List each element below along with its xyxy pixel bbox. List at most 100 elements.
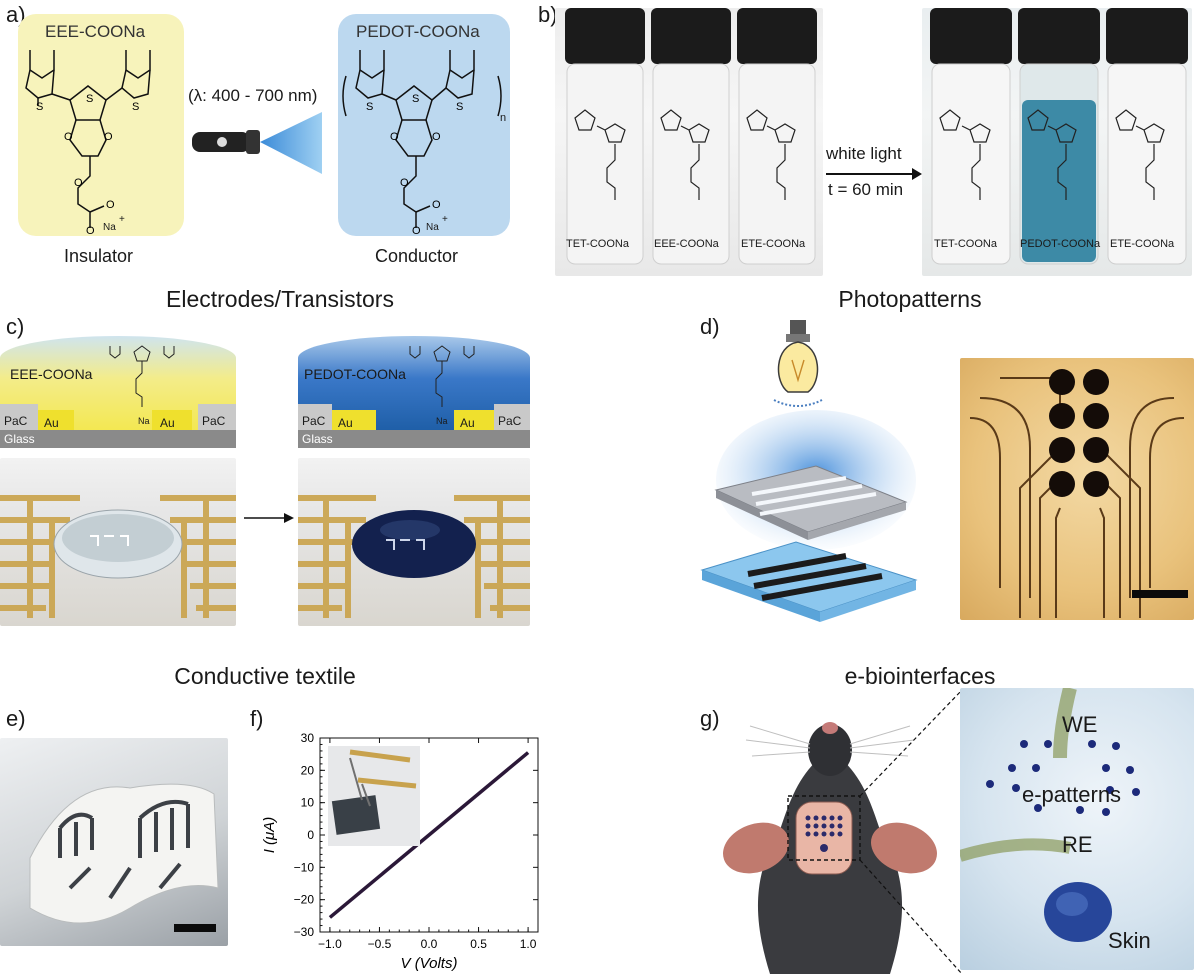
vials-before-photo	[555, 8, 823, 276]
svg-text:O: O	[432, 199, 441, 211]
eee-coona-label: EEE-COONa	[45, 22, 146, 41]
scale-bar-e	[174, 924, 216, 932]
c-left-pac-1: PaC	[4, 414, 28, 428]
pedot-film-cross-section	[298, 336, 530, 452]
c-left-na: Na	[138, 416, 150, 426]
c-right-molecule	[409, 345, 475, 407]
c-right-au-1: Au	[338, 416, 353, 430]
section-photopatterns-title: Photopatterns	[838, 286, 982, 312]
x-tick-label: 0.0	[421, 937, 438, 951]
svg-text:S: S	[366, 101, 373, 113]
pedot-na-label: Na	[426, 222, 439, 233]
skin-label: Skin	[1108, 928, 1151, 953]
svg-text:O: O	[74, 177, 83, 189]
vial-1	[565, 8, 645, 265]
skin-electrode-photo	[960, 688, 1194, 970]
vials-after-photo	[922, 8, 1192, 276]
c-left-au-1: Au	[44, 416, 59, 430]
lightbulb-icon	[773, 320, 823, 407]
panel-e-letter: e)	[6, 706, 26, 731]
svg-text:O: O	[400, 177, 409, 189]
vial-after-label-1: TET-COONa	[934, 238, 997, 250]
c-right-pac-1: PaC	[302, 414, 326, 428]
conductor-caption: Conductor	[375, 246, 459, 266]
photopattern-photo	[960, 358, 1194, 620]
pedot-na-plus: +	[442, 214, 448, 225]
svg-text:S: S	[86, 93, 93, 105]
c-left-au-2: Au	[160, 416, 175, 430]
y-tick-label: 30	[301, 731, 315, 745]
photomask-stack	[700, 410, 918, 622]
eee-coona-structure: S S S O O O O O	[25, 50, 151, 236]
panel-b-letter: b)	[538, 2, 558, 27]
svg-text:O: O	[86, 225, 95, 236]
we-label: WE	[1062, 712, 1098, 737]
panel-c-letter: c)	[6, 314, 25, 339]
svg-text:S: S	[132, 101, 139, 113]
section-electrodes-title: Electrodes/Transistors	[166, 286, 394, 312]
pedot-coona-box	[338, 14, 510, 236]
reaction-arrow-icon	[826, 168, 922, 180]
pedot-n-subscript: n	[500, 112, 507, 124]
probe-inset	[328, 746, 420, 846]
svg-text:S: S	[456, 101, 463, 113]
insulator-caption: Insulator	[64, 246, 134, 266]
c-right-au-2: Au	[460, 416, 475, 430]
panel-f-letter: f)	[250, 706, 264, 731]
pedot-coona-label: PEDOT-COONa	[356, 22, 480, 41]
y-tick-label: −10	[294, 860, 315, 874]
flashlight-icon	[192, 112, 322, 174]
svg-text:O: O	[64, 131, 73, 143]
c-left-pac-2: PaC	[202, 414, 226, 428]
panel-g-letter: g)	[700, 706, 720, 731]
c-left-film-label: EEE-COONa	[10, 366, 93, 382]
c-left-molecule	[109, 345, 175, 407]
vial-after-label-3: ETE-COONa	[1110, 238, 1175, 250]
svg-text:O: O	[432, 131, 441, 143]
eee-na-label: Na	[103, 222, 116, 233]
iv-chart: −1.0 −0.5 0.0 0.5 1.0 −30 −20 −10 0 10 20 30 I (μA)…	[261, 731, 539, 972]
svg-text:O: O	[390, 131, 399, 143]
eee-film-cross-section	[0, 336, 236, 452]
section-bio-title: e-biointerfaces	[844, 663, 996, 689]
y-tick-label: 0	[307, 828, 314, 842]
svg-text:O: O	[104, 131, 113, 143]
y-tick-label: −30	[294, 925, 315, 939]
vial-3	[737, 8, 817, 265]
time-label: t = 60 min	[828, 180, 904, 199]
svg-text:S: S	[36, 101, 43, 113]
c-right-pac-2: PaC	[498, 414, 522, 428]
vial-2	[651, 8, 731, 265]
device-transition-arrow-icon	[244, 513, 294, 523]
wavelength-label: (λ: 400 - 700 nm)	[188, 86, 318, 105]
vial-before-label-3: ETE-COONa	[741, 238, 806, 250]
chart-x-axis-label: V (Volts)	[401, 955, 458, 972]
white-light-label: white light	[826, 144, 902, 163]
textile-photo	[0, 738, 228, 946]
vial-before-label-2: EEE-COONa	[654, 238, 719, 250]
svg-text:O: O	[412, 225, 421, 236]
c-right-film-label: PEDOT-COONa	[304, 366, 406, 382]
x-tick-label: 0.5	[470, 937, 487, 951]
iv-line	[328, 751, 530, 919]
epatterns-label: e-patterns	[1022, 782, 1122, 807]
scale-bar-d	[1132, 590, 1188, 598]
vial-after-label-2: PEDOT-COONa	[1020, 238, 1101, 250]
c-right-na: Na	[436, 416, 448, 426]
section-textile-title: Conductive textile	[174, 663, 356, 689]
chart-y-axis-label: I (μA)	[261, 817, 278, 854]
pedot-coona-structure: S S S O O O O O	[342, 50, 502, 236]
c-right-glass: Glass	[302, 432, 333, 446]
y-tick-label: 20	[301, 763, 315, 777]
y-tick-label: 10	[301, 796, 315, 810]
x-tick-label: −0.5	[368, 937, 392, 951]
svg-text:S: S	[412, 93, 419, 105]
x-tick-label: 1.0	[520, 937, 537, 951]
device-photo-after	[298, 458, 530, 626]
c-left-glass: Glass	[4, 432, 35, 446]
x-tick-label: −1.0	[318, 937, 342, 951]
y-tick-label: −20	[294, 893, 315, 907]
svg-text:O: O	[106, 199, 115, 211]
vial-before-label-1: TET-COONa	[566, 238, 629, 250]
eee-na-plus: +	[119, 214, 125, 225]
